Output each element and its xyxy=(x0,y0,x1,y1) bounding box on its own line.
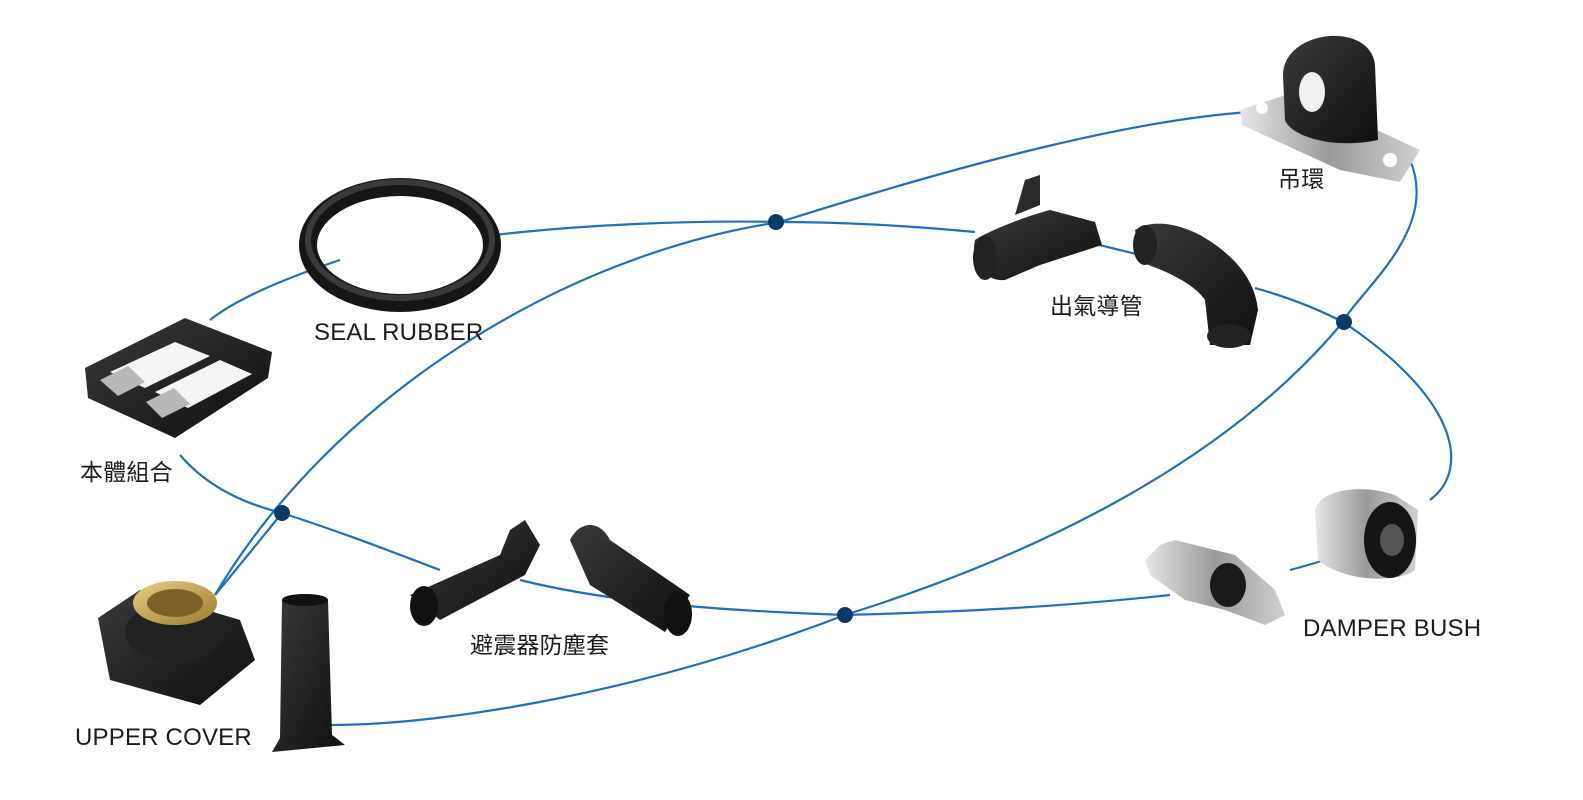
body-assembly-label: 本體組合 xyxy=(80,460,173,486)
orbit-ellipse-outer xyxy=(214,110,1418,727)
hanger-product-image[interactable] xyxy=(1240,35,1420,182)
bellows-product-image[interactable] xyxy=(272,594,345,752)
body-assembly-product-image[interactable] xyxy=(85,318,272,438)
exhaust-pipe-label: 出氣導管 xyxy=(1050,294,1143,320)
orbit-node-icon xyxy=(837,607,853,623)
orbit-node-icon xyxy=(274,505,290,521)
damper-bush-product-image[interactable] xyxy=(1145,489,1418,625)
upper-cover-product-image[interactable] xyxy=(98,581,255,705)
orbit-arc-upper-left xyxy=(214,512,283,596)
hanger-label: 吊環 xyxy=(1278,167,1325,193)
orbit-ellipse-inner xyxy=(179,220,1453,617)
orbit-nodes xyxy=(274,214,1352,623)
dust-cover-product-image[interactable] xyxy=(410,520,692,636)
dust-cover-label: 避震器防塵套 xyxy=(470,633,610,659)
seal-rubber-product-image[interactable] xyxy=(299,178,501,312)
damper-bush-label: DAMPER BUSH xyxy=(1303,615,1482,642)
orbit-lines xyxy=(179,110,1453,727)
seal-rubber-label: SEAL RUBBER xyxy=(314,319,484,346)
orbit-node-icon xyxy=(768,214,784,230)
orbit-node-icon xyxy=(1336,314,1352,330)
upper-cover-label: UPPER COVER xyxy=(75,724,252,751)
exhaust-pipe-product-image[interactable] xyxy=(973,175,1258,348)
